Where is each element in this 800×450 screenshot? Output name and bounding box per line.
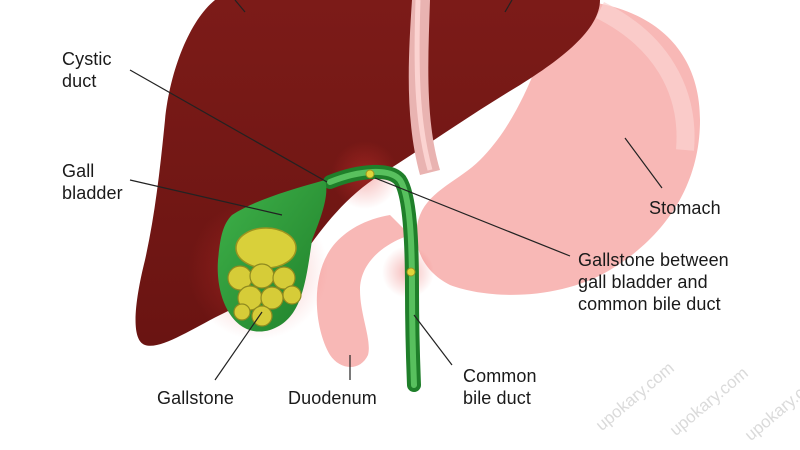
gallstone-in-cbd bbox=[406, 267, 416, 277]
label-gall-bladder: Gall bladder bbox=[62, 161, 123, 203]
gallstone-large bbox=[235, 227, 297, 269]
label-cystic-duct: Cystic duct bbox=[62, 49, 112, 91]
label-gallstone-between: Gallstone between gall bladder and commo… bbox=[578, 250, 729, 314]
label-gallstone: Gallstone bbox=[157, 388, 234, 408]
label-common-bile-duct: Common bile duct bbox=[463, 366, 537, 408]
leader-lines bbox=[129, 0, 663, 381]
gallstone-in-duct bbox=[365, 169, 375, 179]
stomach bbox=[416, 0, 700, 295]
duodenum bbox=[316, 215, 410, 368]
label-stomach: Stomach bbox=[649, 198, 721, 218]
gallstones-cluster bbox=[227, 263, 302, 327]
label-duodenum: Duodenum bbox=[288, 388, 377, 408]
